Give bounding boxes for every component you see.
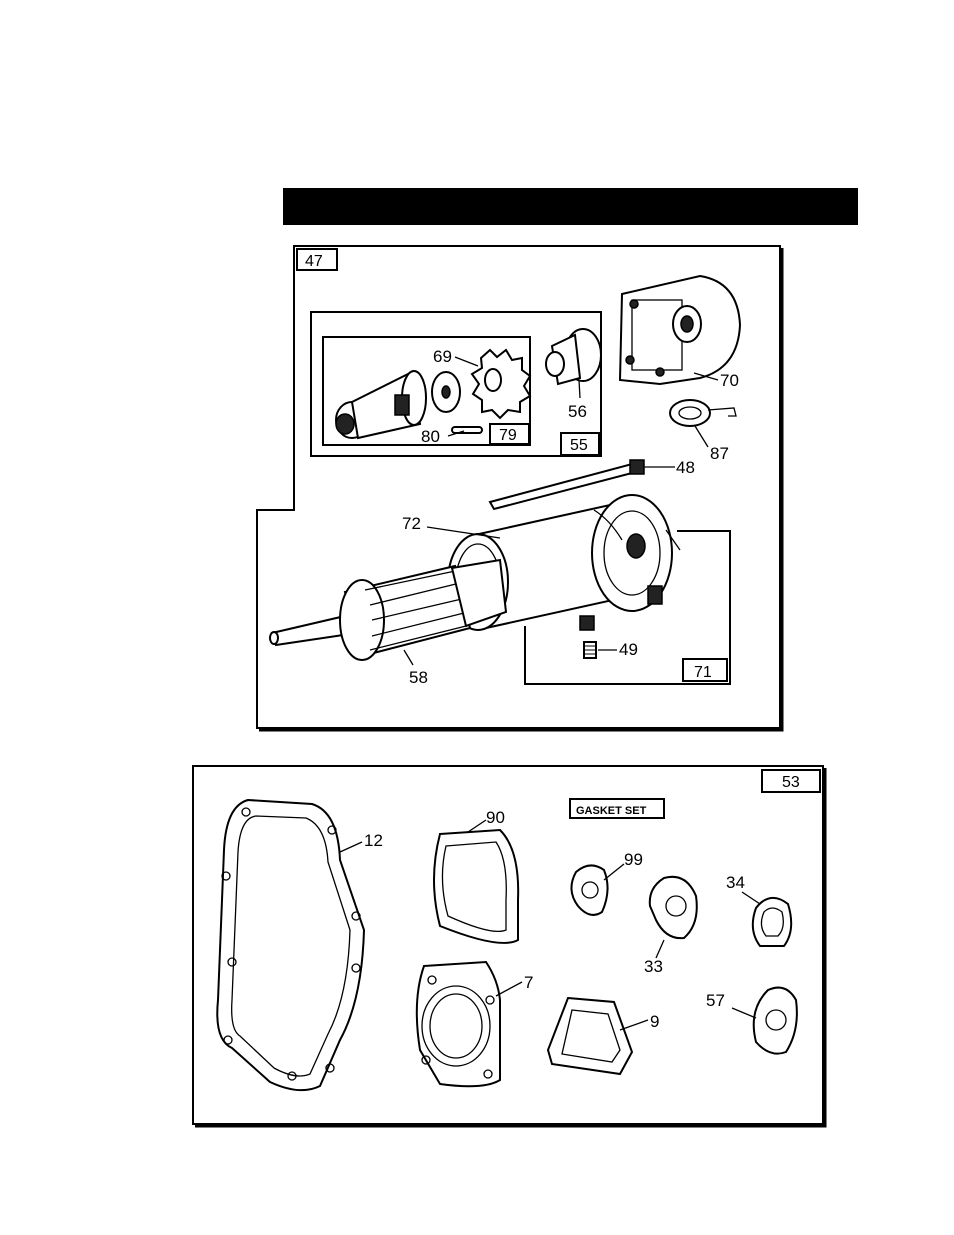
part-label-70: 70	[720, 371, 739, 390]
drive-housing	[336, 371, 426, 438]
gasket-leader-lines	[340, 820, 760, 1030]
gasket-label-57: 57	[706, 991, 725, 1010]
gasket-label-9: 9	[650, 1012, 659, 1031]
brush-end-plate	[592, 495, 680, 611]
end-cap-label: 71	[694, 664, 712, 681]
gasket-label-12: 12	[364, 831, 383, 850]
gasket-set-label: 53	[782, 774, 800, 791]
part-label-80: 80	[421, 427, 440, 446]
gasket-set: 53 GASKET SET	[193, 766, 825, 1126]
valve-cover-gasket	[434, 830, 518, 943]
part-label-56: 56	[568, 402, 587, 421]
gasket-33	[650, 877, 697, 938]
end-cap	[620, 276, 740, 384]
gasket-9	[548, 998, 632, 1074]
pinion-gear	[472, 350, 530, 418]
gasket-label-99: 99	[624, 850, 643, 869]
gasket-57	[754, 988, 797, 1054]
part-label-58: 58	[409, 668, 428, 687]
drive-kit-label: 55	[570, 437, 588, 454]
part-label-69: 69	[433, 347, 452, 366]
assembly-label: 47	[305, 253, 323, 270]
terminal-nut	[580, 616, 594, 630]
head-gasket	[417, 962, 500, 1086]
part-label-48: 48	[676, 458, 695, 477]
part-label-72: 72	[402, 514, 421, 533]
drive-shaft-sleeve	[546, 329, 601, 384]
gasket-label-7: 7	[524, 973, 533, 992]
gasket-label-90: 90	[486, 808, 505, 827]
gasket-set-title: GASKET SET	[576, 805, 647, 817]
gasket-99	[571, 865, 607, 914]
spring	[584, 642, 596, 658]
gasket-label-34: 34	[726, 873, 745, 892]
crankcase-gasket	[217, 800, 364, 1090]
washer	[432, 372, 460, 412]
armature	[270, 560, 506, 660]
starter-motor-assembly: 47 55 79	[257, 246, 782, 730]
part-label-49: 49	[619, 640, 638, 659]
seal	[670, 400, 736, 426]
gasket-34	[753, 898, 791, 946]
pin	[452, 427, 482, 433]
drive-sub-label: 79	[499, 427, 517, 444]
gasket-label-33: 33	[644, 957, 663, 976]
part-label-87: 87	[710, 444, 729, 463]
